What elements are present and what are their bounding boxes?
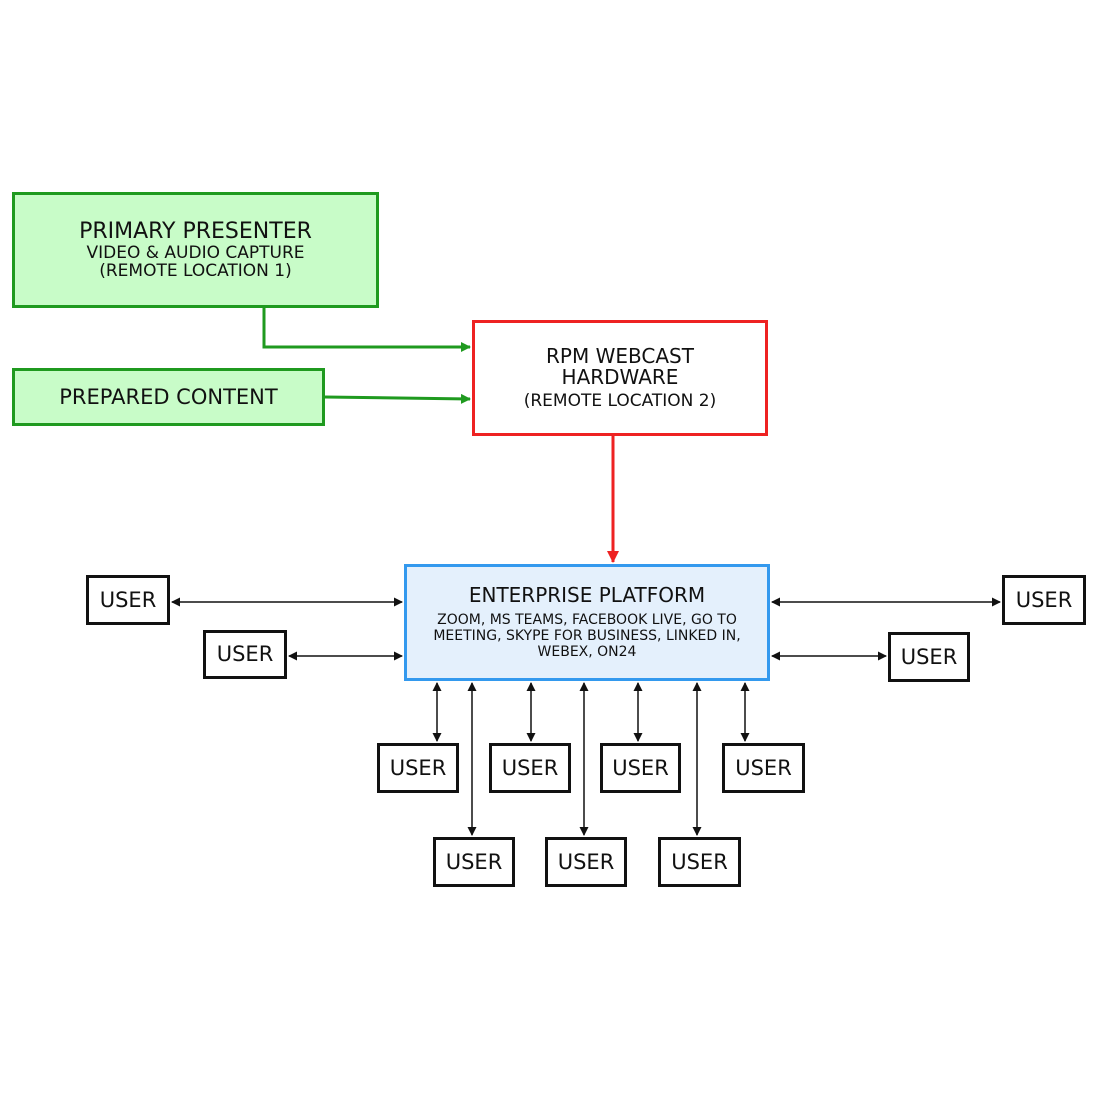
rpm-webcast-location: (REMOTE LOCATION 2) — [523, 390, 717, 411]
user-label: USER — [1015, 587, 1073, 612]
user-label: USER — [216, 642, 274, 667]
user-label: USER — [501, 755, 559, 780]
edge-presenter-to-hardware — [262, 308, 471, 352]
prepared-content-label: PREPARED CONTENT — [59, 384, 278, 409]
user-box: USER — [86, 575, 170, 625]
user-label: USER — [671, 849, 728, 874]
user-label: USER — [612, 755, 669, 780]
user-box: USER — [377, 743, 459, 793]
rpm-webcast-subtitle: HARDWARE — [561, 365, 679, 390]
user-box: USER — [1002, 575, 1086, 625]
user-label: USER — [735, 755, 792, 780]
user-box: USER — [545, 837, 627, 887]
enterprise-platform-title: ENTERPRISE PLATFORM — [468, 582, 706, 607]
user-box: USER — [600, 743, 681, 793]
user-label: USER — [445, 849, 503, 874]
user-box: USER — [433, 837, 515, 887]
user-label: USER — [389, 755, 447, 780]
rpm-webcast-title: RPM WEBCAST — [546, 343, 694, 368]
user-box: USER — [888, 632, 970, 682]
user-box: USER — [489, 743, 571, 793]
enterprise-platform-box: ENTERPRISE PLATFORM ZOOM, MS TEAMS, FACE… — [404, 564, 770, 681]
enterprise-platform-list: ZOOM, MS TEAMS, FACEBOOK LIVE, GO TO MEE… — [433, 612, 741, 661]
primary-presenter-location: (REMOTE LOCATION 1) — [99, 260, 292, 281]
primary-presenter-subtitle: VIDEO & AUDIO CAPTURE — [86, 242, 305, 263]
prepared-content-box: PREPARED CONTENT — [12, 368, 325, 426]
user-label: USER — [557, 849, 615, 874]
user-box: USER — [203, 630, 287, 679]
primary-presenter-title: PRIMARY PRESENTER — [79, 218, 312, 244]
user-box: USER — [658, 837, 741, 887]
user-box: USER — [722, 743, 805, 793]
user-label: USER — [900, 644, 958, 669]
edge-content-to-hardware — [324, 393, 471, 404]
primary-presenter-box: PRIMARY PRESENTER VIDEO & AUDIO CAPTURE … — [12, 192, 379, 308]
user-label: USER — [99, 587, 157, 612]
rpm-webcast-hardware-box: RPM WEBCAST HARDWARE (REMOTE LOCATION 2) — [472, 320, 768, 436]
